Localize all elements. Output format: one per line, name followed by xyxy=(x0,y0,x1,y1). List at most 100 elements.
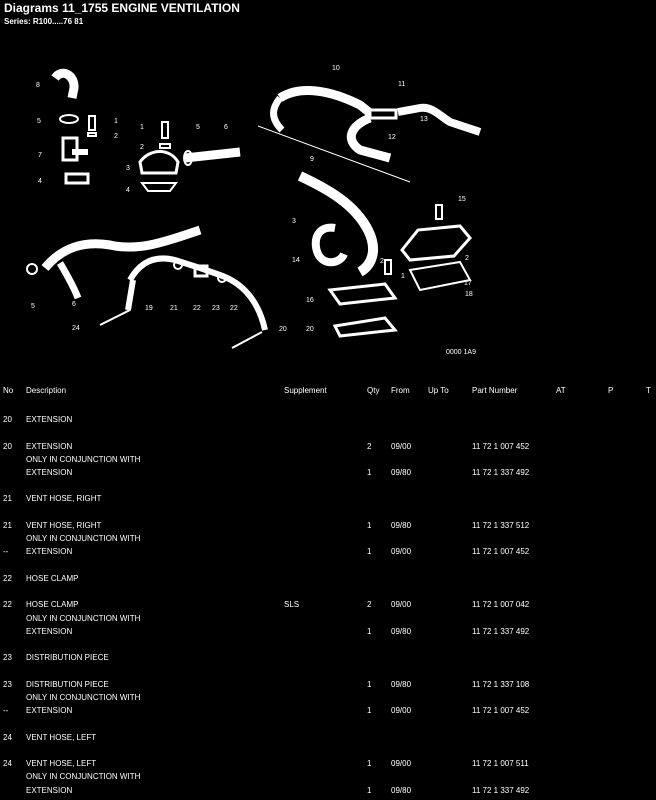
cell-desc: EXTENSION xyxy=(26,415,73,424)
callout-label[interactable]: 8 xyxy=(36,82,40,89)
callout-label[interactable]: 1 xyxy=(140,124,144,131)
figure-code: 0000 1A9 xyxy=(446,349,476,356)
callout-label[interactable]: 14 xyxy=(292,257,300,264)
cell-part: 11 72 1 007 511 xyxy=(472,759,529,769)
cell-desc: EXTENSION xyxy=(26,441,73,451)
col-header-from: From xyxy=(391,386,410,395)
cell-desc: EXTENSION xyxy=(26,626,73,636)
cell-part: 11 72 1 337 492 xyxy=(472,626,530,636)
callout-label[interactable]: 1 xyxy=(114,118,118,125)
callout-label[interactable]: 1 xyxy=(401,273,405,280)
callout-label[interactable]: 19 xyxy=(145,305,153,312)
col-header-at: AT xyxy=(556,386,566,395)
callout-label[interactable]: 2 xyxy=(140,144,144,151)
cell-desc: HOSE CLAMP xyxy=(26,573,79,583)
cell-from: 09/80 xyxy=(391,679,412,689)
cell-no: 23 xyxy=(3,653,12,663)
callout-label[interactable]: 16 xyxy=(306,297,314,304)
cell-from: 09/00 xyxy=(391,706,412,716)
cell-desc: ONLY IN CONJUNCTION WITH xyxy=(26,613,141,623)
callout-label[interactable]: 6 xyxy=(72,301,76,308)
cell-desc: VENT HOSE, LEFT xyxy=(26,759,97,769)
callout-label[interactable]: 17 xyxy=(464,280,472,287)
cell-part: 11 72 1 337 108 xyxy=(472,679,530,689)
cell-desc: ONLY IN CONJUNCTION WITH xyxy=(26,454,141,464)
cell-desc: EXTENSION xyxy=(26,706,73,716)
cell-part: 11 72 1 337 492 xyxy=(472,785,530,795)
col-header-t: T xyxy=(646,386,651,395)
cell-part: 11 72 1 337 492 xyxy=(472,467,530,477)
cell-qty: 1 xyxy=(367,467,372,477)
cell-no: 22 xyxy=(3,600,12,610)
callout-label[interactable]: 4 xyxy=(126,187,130,194)
callout-label[interactable]: 15 xyxy=(458,196,466,203)
callout-label[interactable]: 21 xyxy=(170,305,178,312)
col-header-description: Description xyxy=(26,386,67,395)
cell-from: 09/80 xyxy=(391,467,412,477)
callout-label[interactable]: 6 xyxy=(224,124,228,131)
callout-label[interactable]: 20 xyxy=(306,326,314,333)
cell-part: 11 72 1 007 042 xyxy=(472,600,530,610)
callout-label[interactable]: 11 xyxy=(398,81,405,88)
callout-label[interactable]: 9 xyxy=(310,156,314,163)
cell-qty: 1 xyxy=(367,547,372,557)
cell-qty: 1 xyxy=(367,706,372,716)
cell-no: 22 xyxy=(3,573,12,583)
callout-label[interactable]: 5 xyxy=(31,303,35,310)
col-header-no: No xyxy=(3,386,14,395)
page-title: Diagrams 11_1755 ENGINE VENTILATION xyxy=(4,1,240,15)
callout-label[interactable]: 22 xyxy=(193,305,201,312)
cell-qty: 2 xyxy=(367,441,372,451)
callout-label[interactable]: 7 xyxy=(38,152,42,159)
cell-qty: 1 xyxy=(367,626,372,636)
callout-label[interactable]: 5 xyxy=(37,118,41,125)
cell-desc: VENT HOSE, RIGHT xyxy=(26,494,102,504)
callout-label[interactable]: 22 xyxy=(230,305,238,312)
callout-label[interactable]: 24 xyxy=(72,325,80,332)
cell-no: 24 xyxy=(3,759,12,769)
callout-label[interactable]: 18 xyxy=(465,291,473,298)
cell-part: 11 72 1 337 512 xyxy=(472,520,530,530)
cell-from: 09/00 xyxy=(391,547,412,557)
cell-no: 21 xyxy=(3,494,12,504)
callout-label[interactable]: 3 xyxy=(126,165,130,172)
callout-label[interactable]: 3 xyxy=(292,218,296,225)
col-header-supplement: Supplement xyxy=(284,386,327,395)
callout-label[interactable]: 2 xyxy=(465,255,469,262)
cell-desc: DISTRIBUTION PIECE xyxy=(26,653,109,663)
callout-label[interactable]: 5 xyxy=(196,124,200,131)
cell-desc: ONLY IN CONJUNCTION WITH xyxy=(26,772,141,782)
cell-part: 11 72 1 007 452 xyxy=(472,706,530,716)
cell-from: 09/00 xyxy=(391,759,412,769)
cell-desc: DISTRIBUTION PIECE xyxy=(26,679,109,689)
callout-label[interactable]: 20 xyxy=(279,326,287,333)
cell-desc: VENT HOSE, RIGHT xyxy=(26,520,102,530)
cell-desc: ONLY IN CONJUNCTION WITH xyxy=(26,692,141,702)
callout-label[interactable]: 4 xyxy=(38,178,42,185)
cell-from: 09/80 xyxy=(391,785,412,795)
cell-from: 09/80 xyxy=(391,626,412,636)
callout-label[interactable]: 10 xyxy=(332,65,340,72)
cell-qty: 1 xyxy=(367,679,372,689)
cell-part: 11 72 1 007 452 xyxy=(472,547,530,557)
callout-label[interactable]: 23 xyxy=(212,305,220,312)
cell-no: 23 xyxy=(3,679,12,689)
col-header-p: P xyxy=(608,386,614,395)
cell-desc: EXTENSION xyxy=(26,467,73,477)
cell-part: 11 72 1 007 452 xyxy=(472,441,530,451)
cell-no: 20 xyxy=(3,415,12,424)
cell-no: -- xyxy=(3,547,9,557)
callout-label[interactable]: 12 xyxy=(388,134,396,141)
cell-desc: EXTENSION xyxy=(26,785,73,795)
cell-no: -- xyxy=(3,706,9,716)
cell-no: 20 xyxy=(3,441,12,451)
callout-label[interactable]: 2 xyxy=(380,258,384,265)
cell-desc: HOSE CLAMP xyxy=(26,600,79,610)
callout-label[interactable]: 2 xyxy=(114,133,118,140)
cell-supp: SLS xyxy=(284,600,300,610)
diagram-drawing xyxy=(26,68,482,349)
callout-label[interactable]: 13 xyxy=(420,116,428,123)
col-header-up-to: Up To xyxy=(428,386,449,395)
